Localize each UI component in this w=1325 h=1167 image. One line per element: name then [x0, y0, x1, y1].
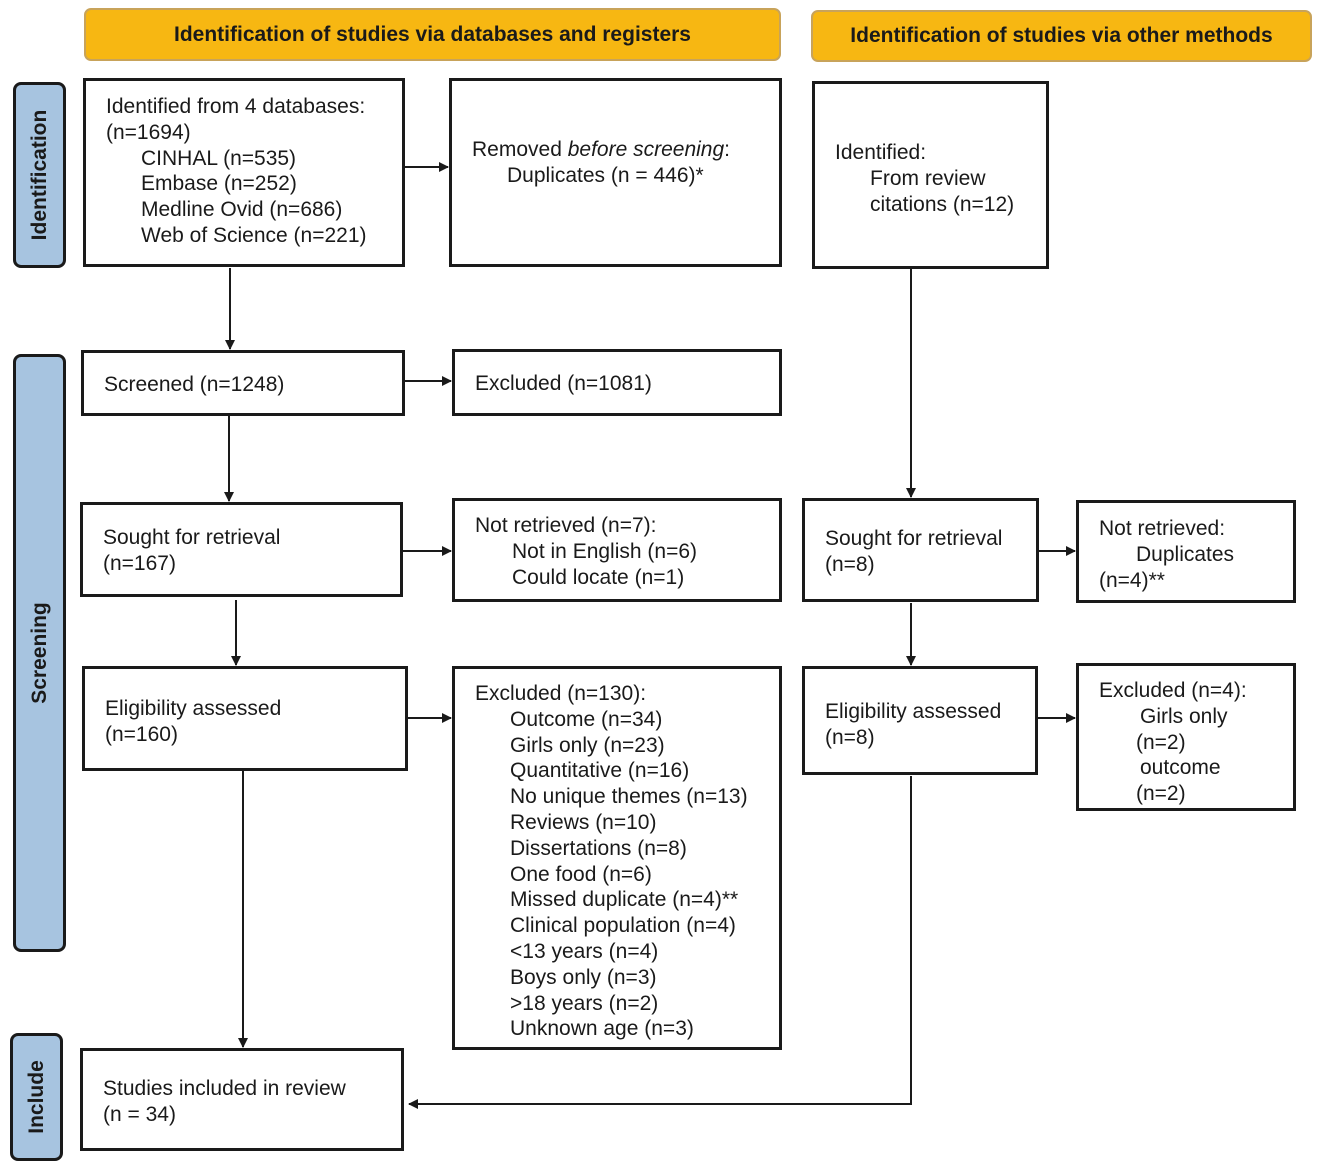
arrow-other-eligibility-to-included — [408, 776, 912, 1109]
not-retrieved-other-box: Not retrieved: Duplicates (n=4)** — [1076, 500, 1296, 603]
not-retrieved-other-duplicates: Duplicates — [1136, 542, 1235, 566]
excluded-other-girls: Girls only — [1140, 704, 1228, 728]
identified-cinhal: CINHAL (n=535) — [141, 146, 297, 170]
sought-other-title: Sought for retrieval — [825, 527, 1003, 550]
identified-databases-box: Identified from 4 databases: (n=1694) CI… — [83, 78, 405, 267]
excluded-screening-box: Excluded (n=1081) — [452, 349, 782, 416]
screened-box: Screened (n=1248) — [81, 350, 405, 416]
header-other-methods: Identification of studies via other meth… — [811, 10, 1312, 62]
excluded-reason-outcome: Outcome (n=34) — [510, 707, 663, 731]
eligibility-other-count: (n=8) — [825, 725, 875, 749]
eligibility-other-box: Eligibility assessed (n=8) — [802, 666, 1038, 775]
removed-duplicates: Duplicates (n = 446)* — [507, 163, 704, 187]
screened-count: Screened (n=1248) — [104, 373, 285, 396]
not-retrieved-locate: Could locate (n=1) — [512, 565, 685, 589]
excluded-reason-girls: Girls only (n=23) — [510, 733, 665, 757]
excluded-other-outcome-count: (n=2) — [1136, 782, 1186, 806]
identified-other-title: Identified: — [835, 141, 927, 164]
sought-db-title: Sought for retrieval — [103, 526, 281, 549]
header-databases: Identification of studies via databases … — [84, 8, 781, 61]
excluded-db-title: Excluded (n=130): — [475, 682, 647, 705]
identified-other-box: Identified: From review citations (n=12) — [812, 81, 1049, 269]
excluded-reason-clinical: Clinical population (n=4) — [510, 914, 736, 938]
phase-identification: Identification — [13, 82, 66, 268]
not-retrieved-other-title: Not retrieved: — [1099, 517, 1226, 540]
excluded-reason-duplicate: Missed duplicate (n=4)** — [510, 888, 739, 912]
excluded-reason-under13: <13 years (n=4) — [510, 939, 659, 963]
not-retrieved-db-box: Not retrieved (n=7): Not in English (n=6… — [452, 498, 782, 602]
eligibility-db-box: Eligibility assessed (n=160) — [82, 666, 408, 771]
identified-total: (n=1694) — [106, 120, 191, 144]
excluded-reason-themes: No unique themes (n=13) — [510, 785, 748, 809]
eligibility-other-title: Eligibility assessed — [825, 700, 1002, 723]
excluded-other-girls-count: (n=2) — [1136, 730, 1186, 754]
excluded-other-title: Excluded (n=4): — [1099, 679, 1247, 702]
excluded-reason-dissertations: Dissertations (n=8) — [510, 836, 687, 860]
identified-wos: Web of Science (n=221) — [141, 223, 367, 247]
excluded-eligibility-db-box: Excluded (n=130): Outcome (n=34) Girls o… — [452, 666, 782, 1050]
identified-embase: Embase (n=252) — [141, 172, 297, 196]
not-retrieved-other-count: (n=4)** — [1099, 568, 1165, 592]
excluded-other-box: Excluded (n=4): Girls only (n=2) outcome… — [1076, 663, 1296, 811]
excluded-reason-onefood: One food (n=6) — [510, 862, 652, 886]
removed-title: Removed before screening: — [472, 138, 730, 161]
eligibility-db-count: (n=160) — [105, 722, 178, 746]
included-title: Studies included in review — [103, 1077, 346, 1100]
removed-before-screening-box: Removed before screening: Duplicates (n … — [449, 78, 782, 267]
studies-included-box: Studies included in review (n = 34) — [80, 1048, 404, 1151]
eligibility-db-title: Eligibility assessed — [105, 697, 282, 720]
excluded-reason-unknown-age: Unknown age (n=3) — [510, 1017, 694, 1041]
sought-retrieval-db-box: Sought for retrieval (n=167) — [80, 502, 403, 597]
phase-include: Include — [10, 1033, 63, 1161]
phase-screening: Screening — [13, 354, 66, 952]
not-retrieved-english: Not in English (n=6) — [512, 539, 698, 563]
included-count: (n = 34) — [103, 1102, 176, 1126]
excluded-reason-over18: >18 years (n=2) — [510, 991, 659, 1015]
identified-medline: Medline Ovid (n=686) — [141, 198, 343, 222]
excluded-reason-boys: Boys only (n=3) — [510, 965, 657, 989]
sought-other-count: (n=8) — [825, 552, 875, 576]
not-retrieved-db-title: Not retrieved (n=7): — [475, 514, 657, 537]
excluded-other-outcome: outcome — [1140, 756, 1221, 780]
identified-title: Identified from 4 databases: — [106, 95, 366, 118]
sought-retrieval-other-box: Sought for retrieval (n=8) — [802, 498, 1039, 602]
identified-other-citations: citations (n=12) — [870, 192, 1015, 216]
identified-other-review: From review — [870, 166, 986, 190]
excluded-reason-quantitative: Quantitative (n=16) — [510, 759, 690, 783]
excluded-reason-reviews: Reviews (n=10) — [510, 810, 657, 834]
sought-db-count: (n=167) — [103, 551, 176, 575]
excluded-screening-count: Excluded (n=1081) — [475, 372, 652, 395]
